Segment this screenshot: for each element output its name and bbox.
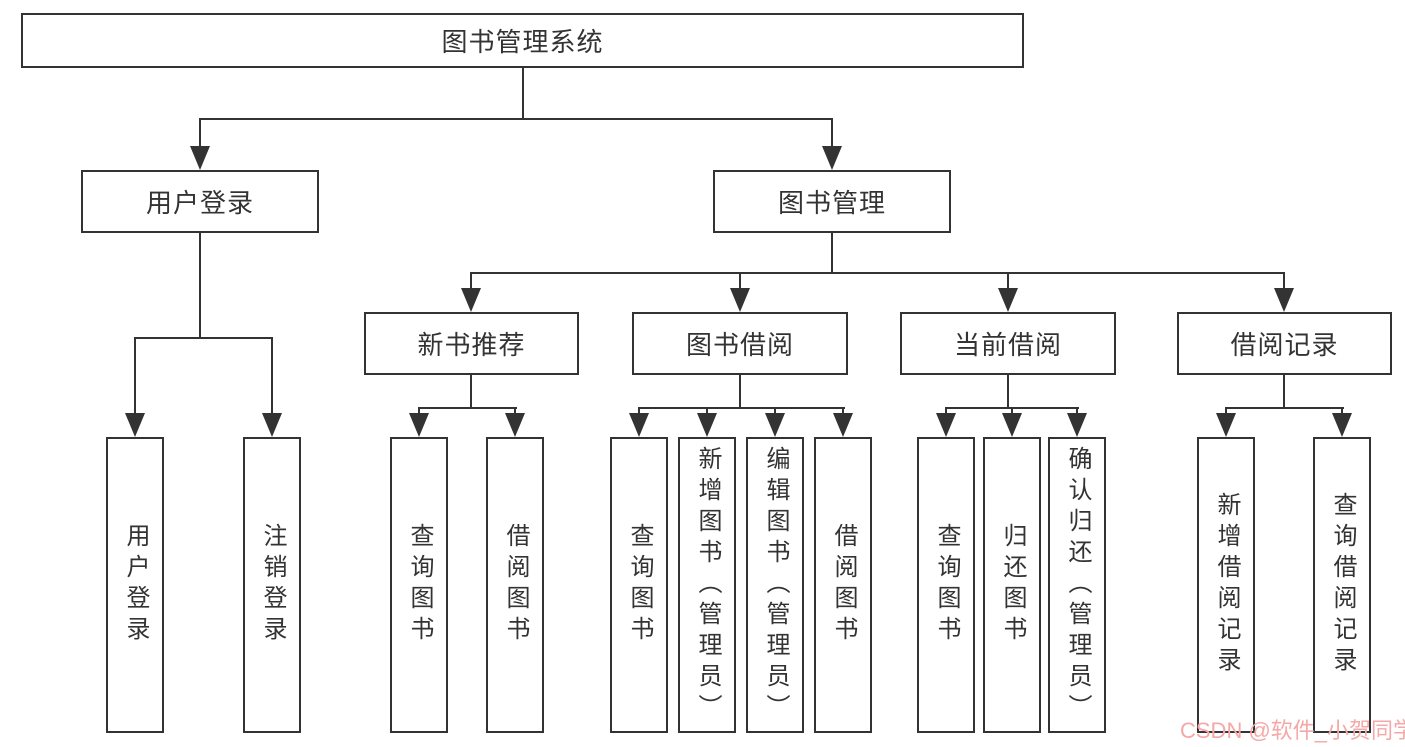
arrowhead-login-leaf [125,413,145,437]
connector-drop-logout-leaf [271,337,273,415]
leaf-nb-borrow-books: 借阅图书 [486,437,544,733]
arrowhead-nb-query [409,413,429,437]
arrowhead-cb-confirm [1067,413,1087,437]
node-book-mgmt-label: 图书管理 [777,188,886,218]
node-current-borrow: 当前借阅 [900,312,1116,375]
leaf-bb-borrow-books-label: 借阅图书 [830,523,857,647]
connector-drop-br-query [1341,407,1343,415]
arrowhead-cb-query [936,413,956,437]
arrowhead-new-books [461,288,481,312]
connector-bookmgmt-down [831,233,833,272]
arrowhead-br-query [1332,413,1352,437]
leaf-bb-edit-books-admin: 编辑图书（管理员） [746,437,804,733]
connector-newbooks-horizontal [418,407,517,409]
node-root: 图书管理系统 [21,13,1024,68]
leaf-bb-add-books-admin-label: 新增图书（管理员） [694,445,721,725]
node-user-login-label: 用户登录 [145,188,254,218]
connector-bookborrow-down [739,375,741,407]
leaf-br-add-record: 新增借阅记录 [1197,437,1255,733]
leaf-bb-add-books-admin: 新增图书（管理员） [678,437,736,733]
connector-drop-cb-query [945,407,947,415]
connector-drop-cb-confirm [1076,407,1078,415]
connector-drop-bb-borrow [842,407,844,415]
node-borrow-records: 借阅记录 [1177,312,1392,375]
arrowhead-bb-query [629,413,649,437]
connector-drop-nb-query [418,407,420,415]
node-book-mgmt: 图书管理 [713,170,951,233]
arrowhead-current-borrow [998,288,1018,312]
leaf-br-query-record: 查询借阅记录 [1313,437,1371,733]
connector-bookmgmt-horizontal [470,272,1285,274]
leaf-bb-borrow-books: 借阅图书 [814,437,872,733]
leaf-user-login: 用户登录 [106,437,164,733]
node-book-borrow-label: 图书借阅 [685,330,794,360]
connector-currentborrow-down [1007,375,1009,407]
connector-root-down [522,68,524,118]
connector-borrowrecords-down [1283,375,1285,407]
arrowhead-bb-borrow [833,413,853,437]
arrowhead-bb-edit [765,413,785,437]
connector-drop-login-leaf [134,337,136,415]
leaf-cb-confirm-return-admin: 确认归还（管理员） [1048,437,1106,733]
arrowhead-nb-borrow [505,413,525,437]
arrowhead-cb-return [1002,413,1022,437]
connector-drop-book-mgmt [831,118,833,148]
node-root-label: 图书管理系统 [441,27,604,57]
leaf-user-login-label: 用户登录 [122,523,149,647]
connector-drop-bb-query [638,407,640,415]
connector-newbooks-down [470,375,472,407]
leaf-cb-query-books: 查询图书 [917,437,975,733]
arrowhead-bb-add [697,413,717,437]
leaf-nb-query-books: 查询图书 [390,437,448,733]
connector-drop-new-books [470,272,472,292]
node-new-books-label: 新书推荐 [417,330,526,360]
connector-drop-user-login [199,118,201,148]
arrowhead-logout-leaf [262,413,282,437]
leaf-nb-borrow-books-label: 借阅图书 [502,523,529,647]
leaf-cb-query-books-label: 查询图书 [933,523,960,647]
leaf-nb-query-books-label: 查询图书 [406,523,433,647]
connector-borrowrecords-horizontal [1225,407,1344,409]
connector-bookborrow-horizontal [638,407,845,409]
connector-drop-borrow-records [1283,272,1285,292]
connector-drop-bb-add [706,407,708,415]
connector-drop-bb-edit [774,407,776,415]
connector-drop-book-borrow [739,272,741,292]
leaf-bb-query-books-label: 查询图书 [626,523,653,647]
node-book-borrow: 图书借阅 [632,312,848,375]
leaf-logout-label: 注销登录 [259,523,286,647]
arrowhead-book-borrow [730,288,750,312]
node-new-books: 新书推荐 [364,312,579,375]
watermark: CSDN @软件_小贺同学 [1180,718,1405,743]
leaf-cb-return-books: 归还图书 [983,437,1041,733]
connector-root-horizontal [199,118,833,120]
leaf-cb-return-books-label: 归还图书 [999,523,1026,647]
leaf-br-add-record-label: 新增借阅记录 [1213,492,1240,678]
connector-drop-nb-borrow [514,407,516,415]
connector-userlogin-down [199,233,201,337]
arrowhead-book-mgmt [822,146,842,170]
leaf-br-query-record-label: 查询借阅记录 [1329,492,1356,678]
leaf-bb-query-books: 查询图书 [610,437,668,733]
connector-userlogin-horizontal [134,337,273,339]
node-borrow-records-label: 借阅记录 [1230,330,1339,360]
leaf-logout: 注销登录 [243,437,301,733]
node-user-login: 用户登录 [81,170,319,233]
leaf-cb-confirm-return-admin-label: 确认归还（管理员） [1064,445,1091,725]
connector-drop-current-borrow [1007,272,1009,292]
node-current-borrow-label: 当前借阅 [953,330,1062,360]
arrowhead-br-add [1216,413,1236,437]
leaf-bb-edit-books-admin-label: 编辑图书（管理员） [762,445,789,725]
connector-drop-br-add [1225,407,1227,415]
connector-drop-cb-return [1011,407,1013,415]
arrowhead-borrow-records [1274,288,1294,312]
arrowhead-user-login [190,146,210,170]
